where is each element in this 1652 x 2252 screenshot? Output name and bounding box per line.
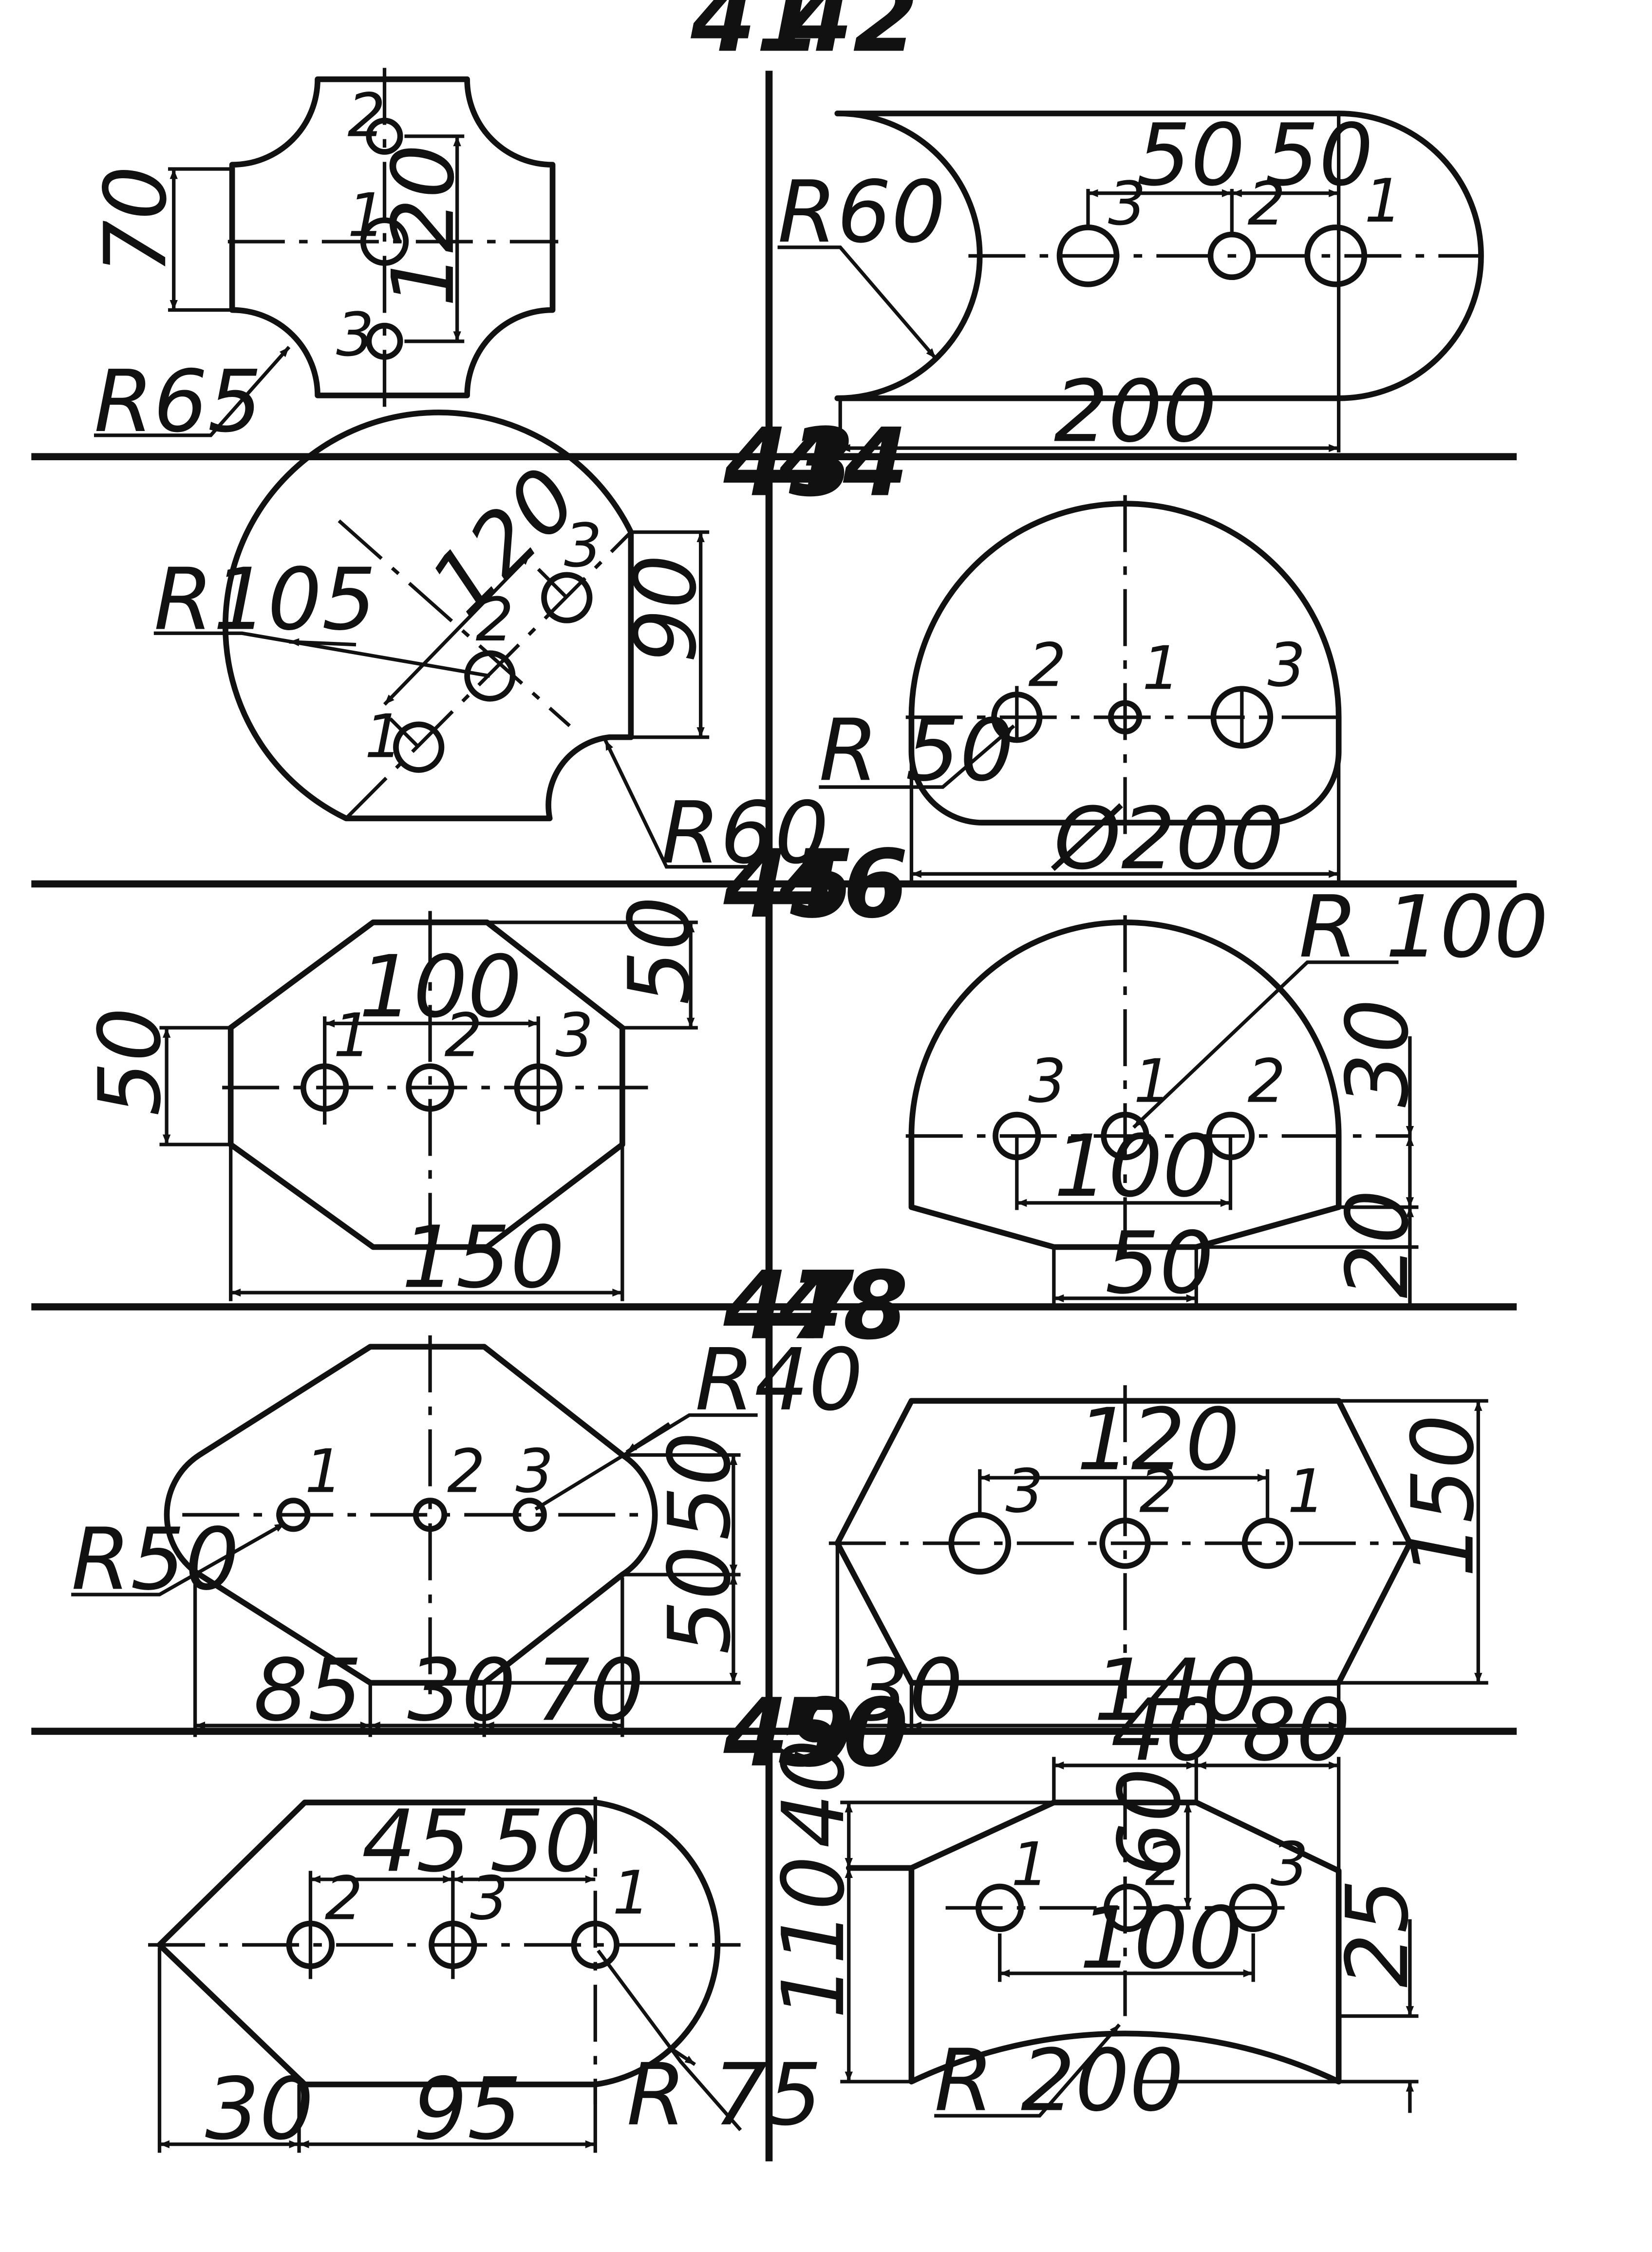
sheet-grid: [31, 71, 1517, 2161]
hole-47-3: 3: [516, 1437, 554, 1506]
dim-46-w: 50: [1105, 1214, 1214, 1313]
dim-47-b: 50: [650, 1546, 750, 1654]
dim-44-w: Ø200: [1051, 789, 1284, 889]
dim-48-w2: 140: [1094, 1641, 1257, 1740]
hole-49-1: 1: [612, 1858, 650, 1928]
fig-number-43: 43: [723, 408, 854, 518]
hole-43-3: 3: [564, 511, 602, 581]
dim-45-w: 150: [402, 1208, 565, 1307]
dim-48-h: 150: [1394, 1414, 1493, 1577]
hole-43-1: 1: [365, 702, 403, 771]
figure-45: 100 50 50 150 1 2 3: [81, 896, 710, 1307]
dim-46-b: 20: [1328, 1190, 1427, 1298]
hole-45-2: 2: [444, 1001, 482, 1070]
dim-45-d: 100: [359, 938, 522, 1037]
dim-50-r: R 200: [934, 2031, 1184, 2131]
fig-number-45: 45: [723, 829, 854, 939]
dim-49-d1: 45: [362, 1792, 470, 1891]
dim-50-a: 40: [764, 1739, 864, 1848]
figure-50: 40 80 40 60 110 100 25 R 200 1 2 3: [764, 1681, 1427, 2130]
hole-45-3: 3: [555, 1001, 593, 1070]
hole-42-2: 2: [1248, 169, 1286, 239]
hole-47-1: 1: [305, 1437, 343, 1506]
hole-48-1: 1: [1287, 1456, 1325, 1526]
hole-50-3: 3: [1270, 1830, 1308, 1899]
figure-49: 45 50 30 95 R 75 1 2 3: [148, 1792, 822, 2159]
dim-49-r: R 75: [627, 2046, 822, 2145]
hole-46-3: 3: [1028, 1046, 1066, 1116]
hole-49-3: 3: [470, 1864, 508, 1933]
hole-46-1: 1: [1134, 1046, 1172, 1116]
dim-50-b: 60: [1100, 1768, 1200, 1877]
dim-50-c: 110: [764, 1856, 864, 2019]
fig-number-46: 46: [777, 829, 909, 939]
dim-48-d: 120: [1077, 1390, 1240, 1490]
dim-42-d1: 50: [1136, 106, 1245, 205]
dim-41-r: R65: [94, 352, 262, 451]
fig-number-48: 48: [777, 1251, 909, 1361]
hole-42-3: 3: [1108, 169, 1146, 239]
figure-47: R40 R50 50 50 85 30 70 1 2 3: [71, 1331, 863, 1740]
hole-50-1: 1: [1011, 1830, 1049, 1899]
fig-number-41: 41: [690, 0, 822, 73]
dim-50-t1: 40: [1111, 1681, 1220, 1780]
dim-46-r: R 100: [1299, 878, 1549, 977]
dim-45-b: 50: [81, 1007, 180, 1116]
dim-50-t2: 80: [1242, 1681, 1351, 1780]
dim-46-d: 100: [1054, 1117, 1217, 1216]
figure-48: 120 150 30 140 1 2 3: [828, 1385, 1493, 1740]
dim-44-r: R 50: [819, 701, 1014, 800]
figure-41: 70 120 R65 2 1 3: [86, 68, 559, 451]
hole-44-1: 1: [1142, 633, 1180, 703]
hole-43-2: 2: [476, 585, 514, 655]
dim-49-d2: 50: [490, 1792, 599, 1891]
hole-41-1: 1: [347, 180, 385, 250]
dim-49-w1: 30: [205, 2060, 314, 2159]
dim-47-r1: R40: [695, 1331, 863, 1430]
dim-43-r1: R105: [154, 550, 376, 649]
fig-number-47: 47: [723, 1251, 854, 1361]
figure-46: R 100 100 30 20 50 1 2 3: [905, 878, 1549, 1313]
dim-47-w2: 30: [407, 1641, 516, 1740]
dim-42-r: R60: [778, 163, 946, 262]
hole-45-1: 1: [333, 1001, 371, 1070]
dim-47-r2: R50: [71, 1510, 239, 1609]
dim-45-a: 50: [610, 896, 710, 1005]
hole-42-1: 1: [1364, 166, 1402, 236]
fig-number-44: 44: [777, 408, 909, 518]
hole-44-3: 3: [1267, 630, 1305, 700]
fig-number-49: 49: [723, 1678, 854, 1788]
dim-47-w1: 85: [253, 1641, 362, 1740]
fig-number-50: 50: [778, 1678, 909, 1788]
dim-49-w2: 95: [413, 2060, 522, 2159]
figure-44: R 50 Ø200 1 2 3: [819, 495, 1351, 889]
hole-41-2: 2: [347, 81, 385, 150]
hole-46-2: 2: [1248, 1046, 1286, 1116]
figure-43: R105 R60 120 90 1 2 3: [154, 410, 829, 883]
dim-47-w3: 70: [535, 1641, 644, 1740]
dim-48-w1: 30: [854, 1641, 963, 1740]
dim-43-r2: R60: [661, 784, 829, 883]
hole-47-2: 2: [447, 1437, 485, 1506]
dim-50-d: 100: [1079, 1889, 1242, 1988]
dim-47-a: 50: [650, 1432, 750, 1540]
dim-46-a: 30: [1328, 999, 1427, 1107]
hole-50-2: 2: [1145, 1830, 1183, 1899]
dim-43-h: 90: [616, 554, 715, 663]
figure-numbers: 41 42 43 44 45 46 47 48 49 50: [690, 0, 918, 1788]
dim-42-w: 200: [1054, 362, 1217, 461]
hole-44-2: 2: [1028, 630, 1066, 700]
hole-48-2: 2: [1139, 1456, 1177, 1526]
hole-48-3: 3: [1005, 1456, 1043, 1526]
dim-41-v: 120: [374, 144, 473, 307]
dim-41-h: 70: [86, 166, 186, 274]
dim-42-d2: 50: [1265, 106, 1373, 205]
dim-50-e: 25: [1328, 1879, 1427, 1988]
fig-number-42: 42: [787, 0, 919, 73]
hole-49-2: 2: [325, 1864, 363, 1933]
figure-42: 50 50 200 R60 3 2 1: [777, 106, 1484, 461]
hole-41-3: 3: [336, 300, 374, 370]
